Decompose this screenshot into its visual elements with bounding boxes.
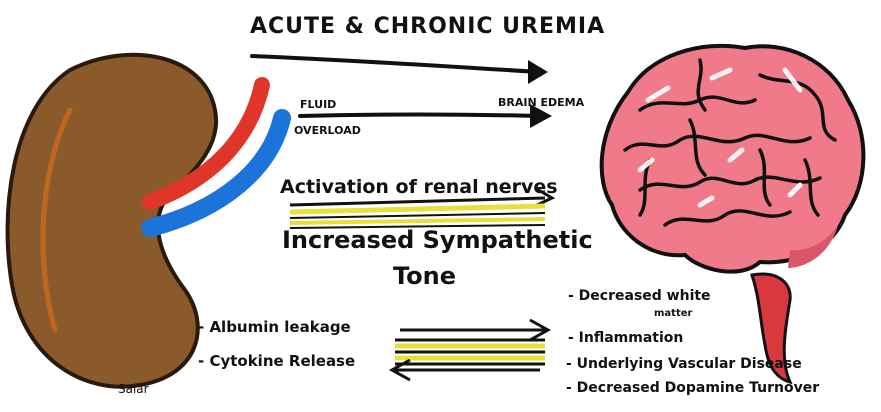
effect-cytokine-release: - Cytokine Release [198, 352, 355, 370]
effect-inflammation: - Inflammation [568, 330, 683, 346]
label-tone: Tone [393, 262, 456, 290]
label-brain-edema: BRAIN EDEMA [498, 96, 584, 109]
label-fluid: FLUID [300, 98, 336, 111]
label-overload: OVERLOAD [294, 124, 361, 137]
label-renal-nerves: Activation of renal nerves [280, 176, 558, 198]
uremia-arrow [252, 56, 548, 84]
effect-matter: matter [654, 308, 692, 319]
label-sympathetic: Increased Sympathetic [282, 226, 593, 254]
effect-dopamine-turnover: - Decreased Dopamine Turnover [566, 380, 819, 396]
effect-albumin-leakage: - Albumin leakage [198, 318, 351, 336]
artist-signature: Salar [118, 382, 149, 396]
effect-decreased-white: - Decreased white [568, 288, 711, 304]
bidirectional-arrow [392, 320, 548, 380]
title-uremia: ACUTE & CHRONIC UREMIA [250, 14, 605, 39]
effect-vascular-disease: - Underlying Vascular Disease [566, 356, 802, 372]
